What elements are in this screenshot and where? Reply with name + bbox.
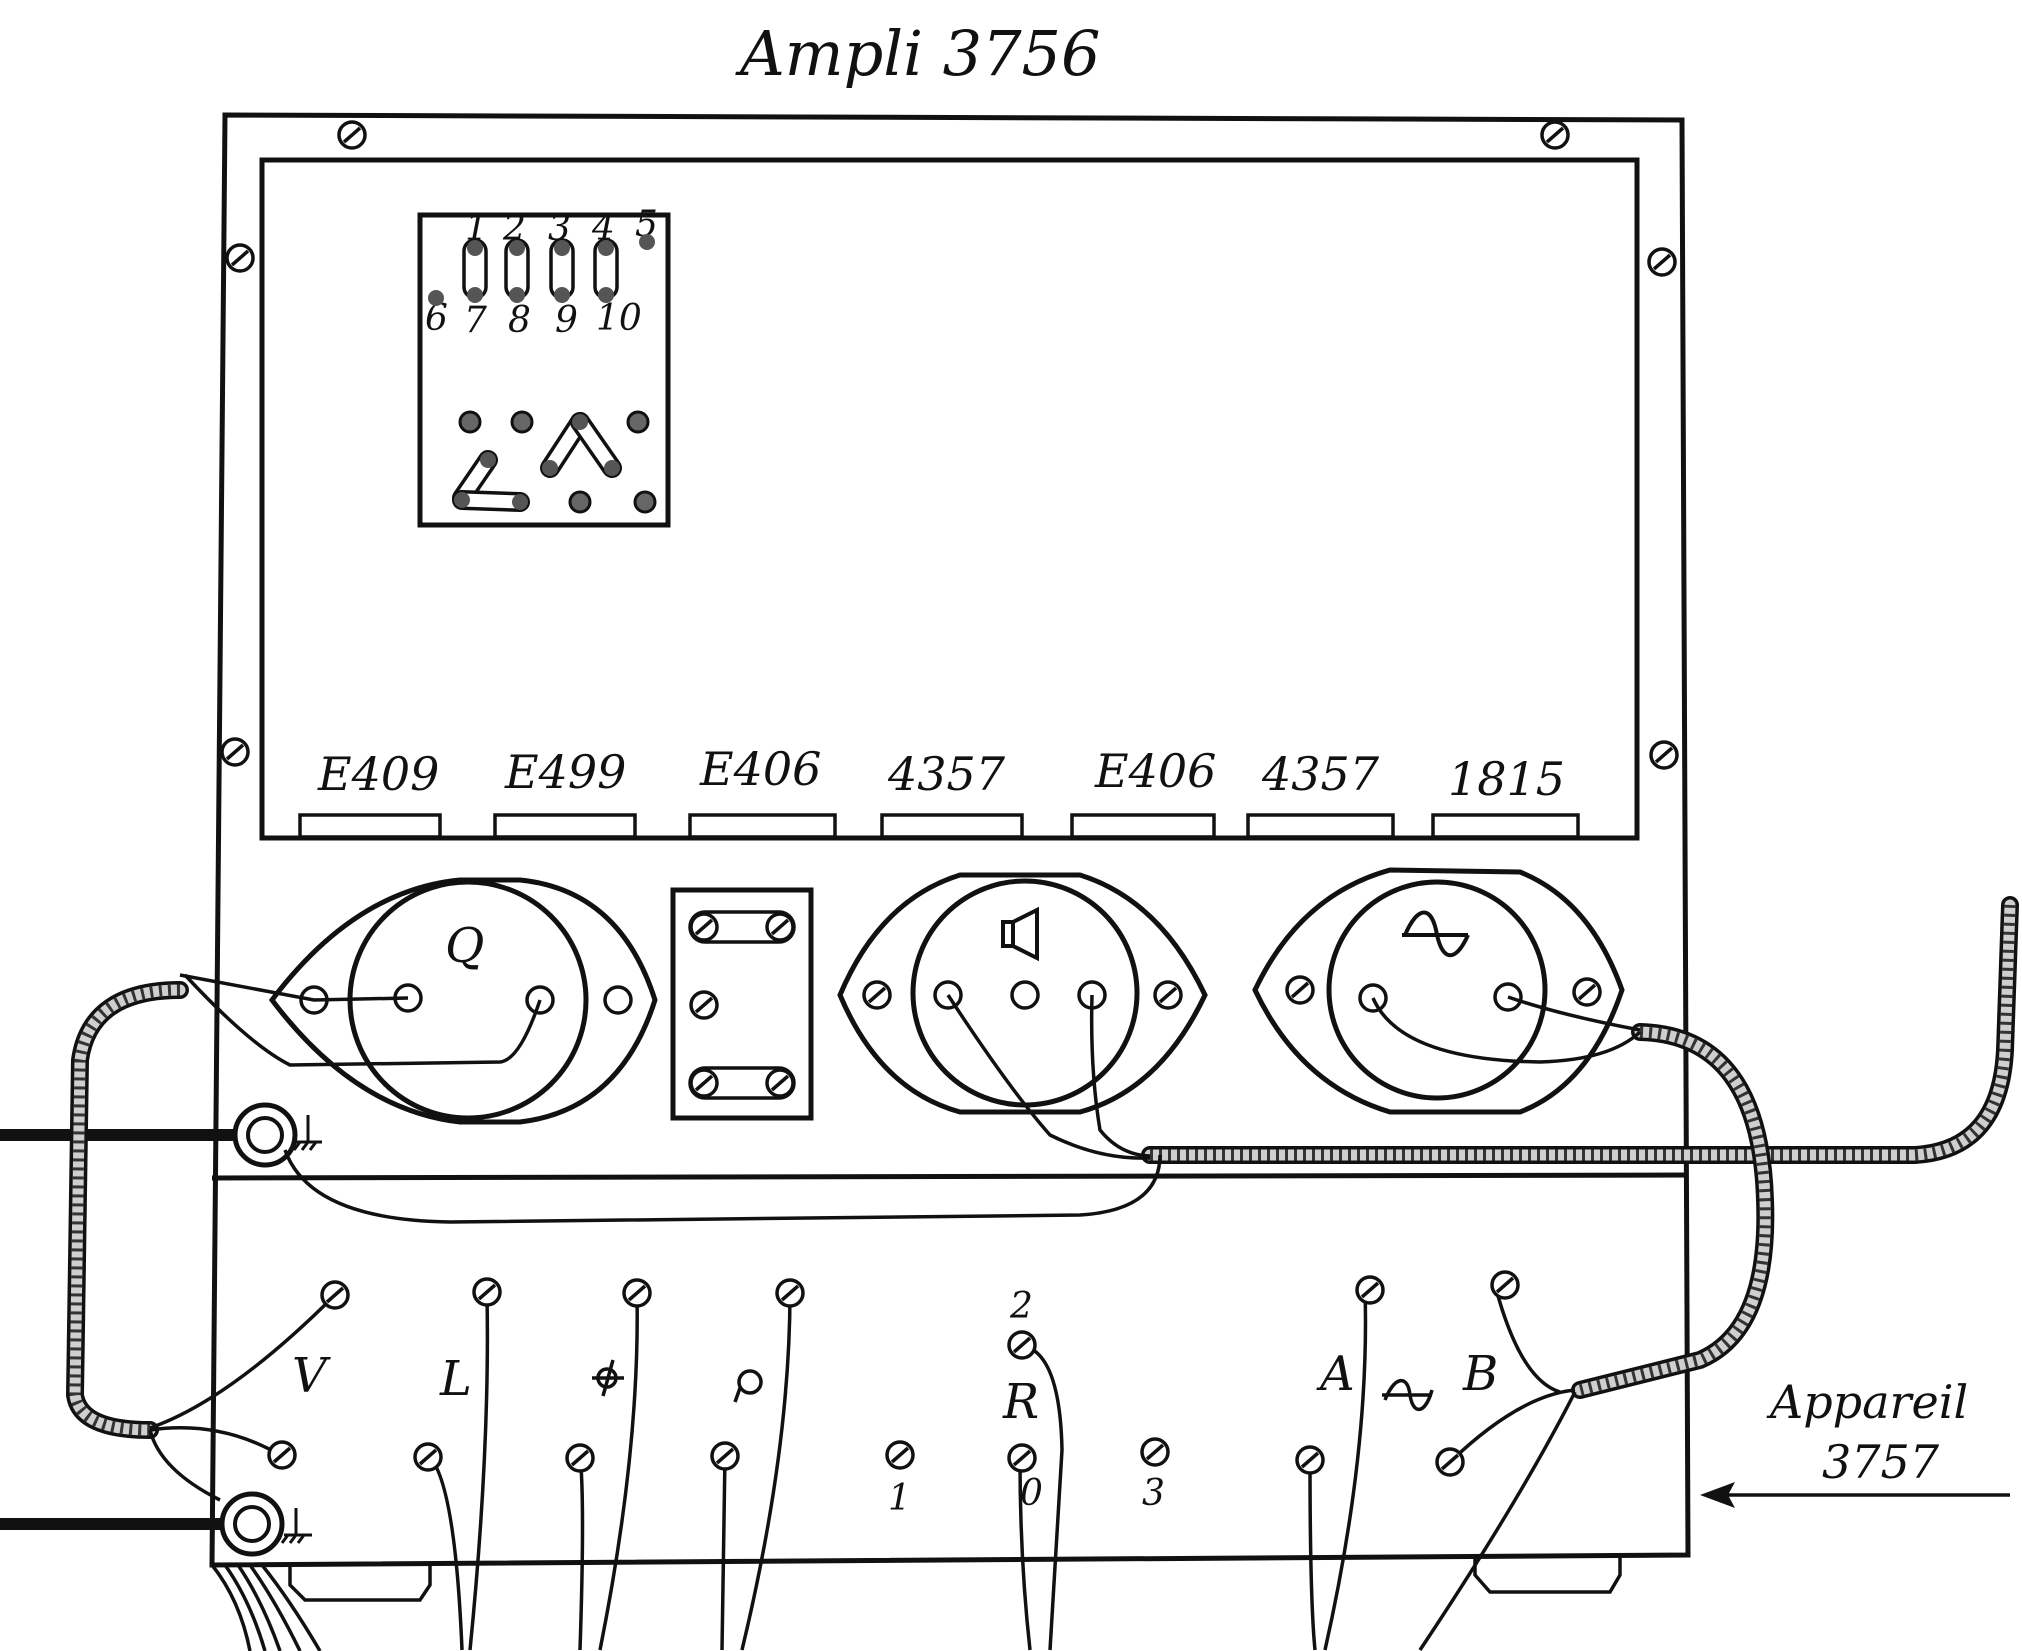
tube-bases bbox=[298, 813, 1580, 839]
ac-sine-icon bbox=[1402, 910, 1470, 957]
chassis-screw bbox=[225, 243, 255, 273]
socket-screw bbox=[1572, 977, 1602, 1007]
shielded-cable-left bbox=[65, 981, 189, 1439]
terminal-label-zero: 0 bbox=[1020, 1473, 1043, 1514]
ground-terminal-top[interactable] bbox=[232, 1102, 322, 1168]
terminal-label-one: 1 bbox=[888, 1478, 911, 1519]
tube-labels: E409 E499 E406 4357 E406 4357 1815 bbox=[317, 742, 1565, 806]
foot-left bbox=[288, 1565, 432, 1602]
shielded-cable-ac bbox=[1571, 1023, 1775, 1399]
terminal-label-b: B bbox=[1462, 1346, 1498, 1402]
socket-speaker[interactable] bbox=[837, 872, 1208, 1115]
arrow-head-icon bbox=[1700, 1482, 1735, 1508]
terminal-screw[interactable] bbox=[472, 1277, 502, 1307]
jumper-pin-numbers-bottom: 6 7 8 9 10 bbox=[425, 298, 642, 341]
ground-icon bbox=[292, 1115, 322, 1151]
terminal-label-r: R bbox=[1002, 1374, 1039, 1430]
tube-label: E409 bbox=[317, 747, 439, 801]
ground-icon bbox=[280, 1508, 312, 1544]
terminal-screw[interactable] bbox=[320, 1280, 350, 1310]
foot-right bbox=[1473, 1555, 1622, 1594]
svg-text:5: 5 bbox=[635, 204, 658, 245]
svg-text:1: 1 bbox=[465, 208, 488, 249]
terminal-screw[interactable] bbox=[1007, 1443, 1037, 1473]
terminal-screw[interactable] bbox=[565, 1443, 595, 1473]
jumper-lower-pins bbox=[452, 410, 657, 514]
terminal-label-a: A bbox=[1316, 1346, 1355, 1402]
tube-label: E406 bbox=[1094, 744, 1216, 798]
ground-terminal-bottom[interactable] bbox=[219, 1491, 312, 1557]
tube-label: E499 bbox=[504, 745, 626, 799]
terminal-screw[interactable] bbox=[1295, 1445, 1325, 1475]
terminal-screw[interactable] bbox=[1140, 1437, 1170, 1467]
chassis-screw bbox=[1647, 247, 1677, 277]
svg-text:9: 9 bbox=[555, 300, 578, 341]
appareil-annotation: Appareil 3757 bbox=[1700, 1375, 2010, 1508]
socket-pin bbox=[1010, 980, 1040, 1010]
socket-screw bbox=[862, 980, 892, 1010]
terminal-screw[interactable] bbox=[1490, 1270, 1520, 1300]
speaker-icon bbox=[1001, 906, 1039, 962]
svg-text:7: 7 bbox=[464, 300, 487, 341]
terminal-screw[interactable] bbox=[267, 1440, 297, 1470]
chassis-outline bbox=[209, 112, 1691, 1568]
svg-text:10: 10 bbox=[596, 298, 642, 339]
tube-label: E406 bbox=[699, 742, 821, 796]
shielded-cable-right bbox=[1141, 896, 2019, 1164]
tube-label: 4357 bbox=[1261, 747, 1380, 801]
jumper-panel bbox=[417, 212, 671, 528]
terminal-screw[interactable] bbox=[622, 1278, 652, 1308]
terminal-labels: V L 2 R 1 0 3 A B bbox=[292, 1286, 1498, 1519]
socket-q-symbol: Q bbox=[445, 918, 484, 974]
diagram-title: Ampli 3756 bbox=[735, 17, 1100, 90]
terminal-screw[interactable] bbox=[885, 1440, 915, 1470]
link-plate[interactable] bbox=[670, 887, 814, 1121]
terminal-screw[interactable] bbox=[775, 1278, 805, 1308]
chassis-screw bbox=[337, 120, 367, 150]
terminal-screw[interactable] bbox=[1007, 1330, 1037, 1360]
socket-screw bbox=[1285, 975, 1315, 1005]
tube-label: 4357 bbox=[887, 747, 1006, 801]
ac-sine-icon bbox=[1382, 1378, 1434, 1412]
socket-screw bbox=[1153, 980, 1183, 1010]
terminal-screw[interactable] bbox=[1435, 1447, 1465, 1477]
terminal-symbol-rho bbox=[733, 1369, 763, 1403]
chassis-screw bbox=[1649, 740, 1679, 770]
svg-text:8: 8 bbox=[508, 300, 531, 341]
chassis-divider bbox=[211, 1172, 1689, 1181]
terminal-label-three: 3 bbox=[1142, 1473, 1165, 1514]
terminal-screws-bottom-row bbox=[267, 1437, 1465, 1477]
socket-ac[interactable] bbox=[1252, 867, 1625, 1115]
terminal-screw[interactable] bbox=[413, 1442, 443, 1472]
socket-pin bbox=[603, 985, 633, 1015]
jumper-links-vertical bbox=[428, 234, 655, 306]
terminal-label-r-top: 2 bbox=[1009, 1286, 1033, 1327]
svg-text:6: 6 bbox=[425, 298, 448, 339]
terminal-screw[interactable] bbox=[1355, 1275, 1385, 1305]
terminal-label-v: V bbox=[292, 1348, 331, 1404]
tube-label: 1815 bbox=[1448, 752, 1565, 806]
terminal-symbol-phi bbox=[592, 1359, 624, 1397]
annotation-line2: 3757 bbox=[1822, 1435, 1940, 1489]
terminal-label-l: L bbox=[439, 1351, 472, 1407]
chassis-screw bbox=[1540, 120, 1570, 150]
chassis-screw bbox=[220, 737, 250, 767]
annotation-line1: Appareil bbox=[1766, 1375, 1968, 1429]
terminal-screw[interactable] bbox=[710, 1441, 740, 1471]
